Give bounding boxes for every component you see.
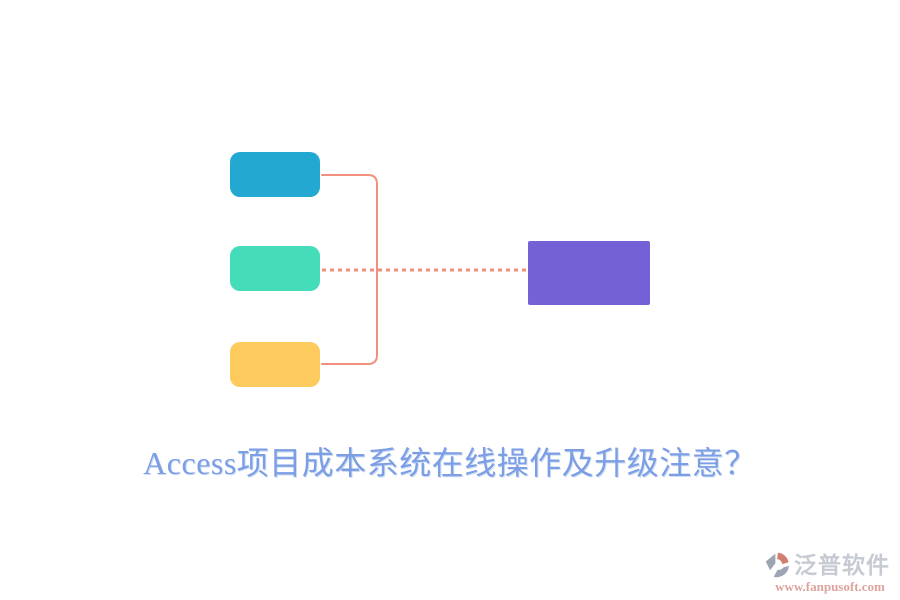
branch-node-bottom[interactable] [230, 342, 320, 387]
brand-url: www.fanpusoft.com [775, 579, 885, 594]
branch-node-middle[interactable] [230, 246, 320, 291]
watermark-brand-row: 泛普软件 [764, 551, 896, 579]
fanpu-watermark: 泛普软件 www.fanpusoft.com [764, 551, 896, 593]
brand-name: 泛普软件 [794, 552, 890, 578]
fanpu-logo-icon [765, 552, 789, 578]
page-title: Access项目成本系统在线操作及升级注意？ [143, 445, 757, 481]
branch-node-top[interactable] [230, 152, 320, 197]
bracket-connector [321, 174, 378, 365]
target-node[interactable] [528, 241, 650, 305]
